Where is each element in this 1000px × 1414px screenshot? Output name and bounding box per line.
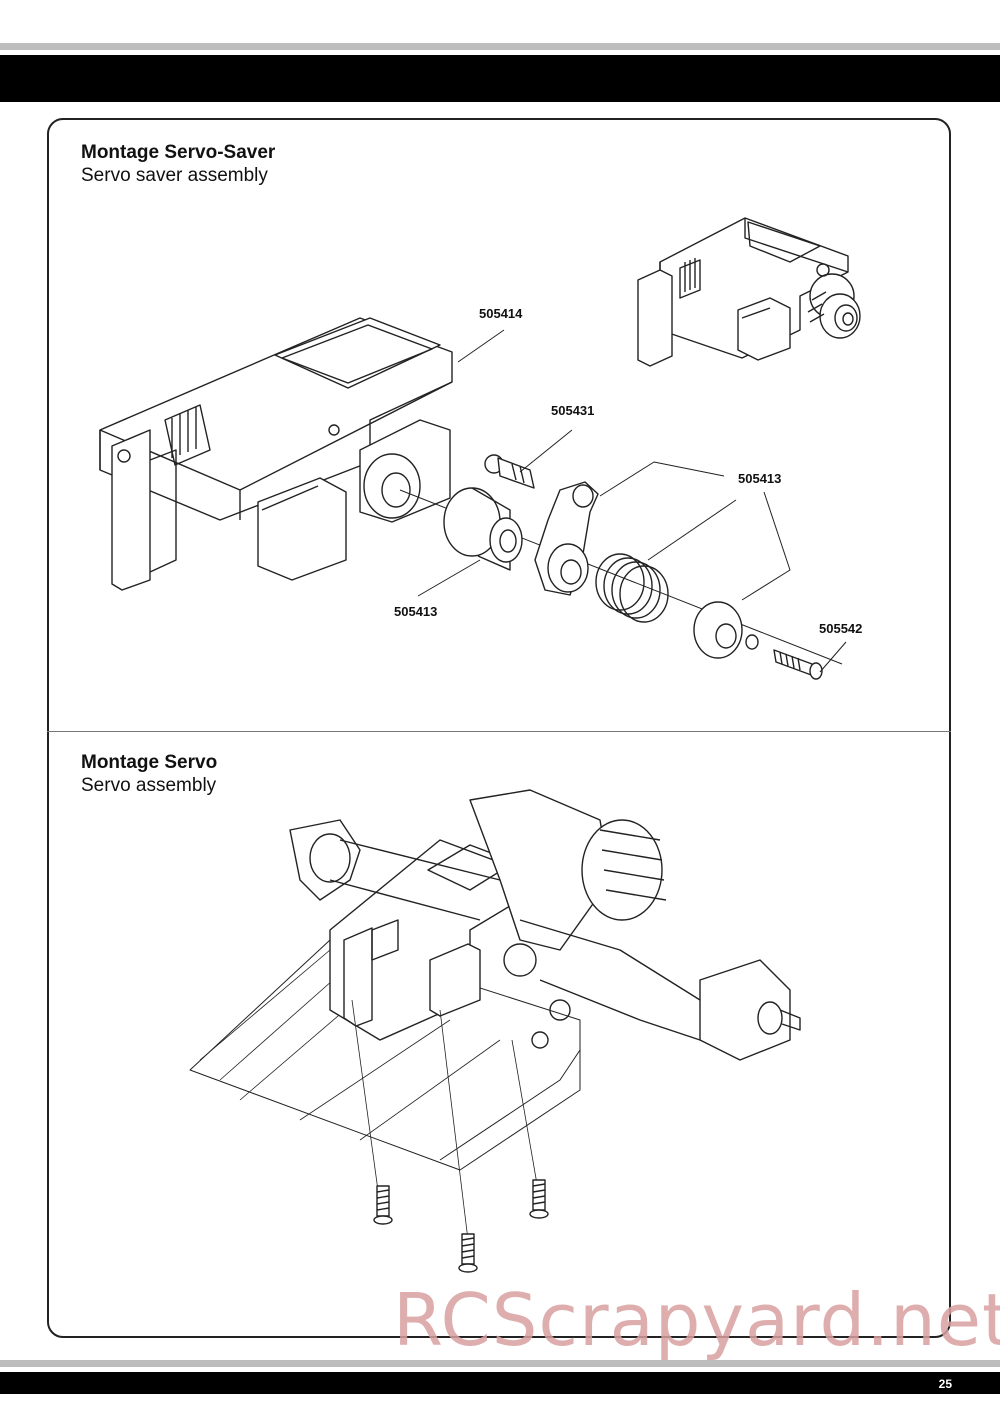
part-label-505414: 505414 xyxy=(479,306,523,321)
footer-grey-rule xyxy=(0,1360,1000,1367)
header-grey-rule xyxy=(0,43,1000,50)
section1-title-de: Montage Servo-Saver xyxy=(81,142,276,163)
section1-title-en: Servo saver assembly xyxy=(81,165,268,186)
chassis-assembly-illustration xyxy=(189,789,801,1273)
section2-title-en: Servo assembly xyxy=(81,775,217,796)
part-label-505413-top: 505413 xyxy=(738,471,782,486)
section1-title: Montage Servo-Saver Servo saver assembly xyxy=(81,141,275,187)
section2-title: Montage Servo Servo assembly xyxy=(81,751,217,797)
section2-title-de: Montage Servo xyxy=(81,752,218,773)
section-divider xyxy=(47,731,951,732)
assembled-servo-illustration xyxy=(637,217,861,367)
watermark-text: RCScrapyard.net xyxy=(393,1278,1000,1362)
header-black-band xyxy=(0,55,1000,102)
footer-black-band xyxy=(0,1372,1000,1394)
page-number: 25 xyxy=(938,1377,952,1391)
exploded-servo-illustration xyxy=(99,317,847,680)
part-label-505542: 505542 xyxy=(819,621,863,636)
part-label-505413-bottom: 505413 xyxy=(394,604,438,619)
part-label-505431: 505431 xyxy=(551,403,595,418)
